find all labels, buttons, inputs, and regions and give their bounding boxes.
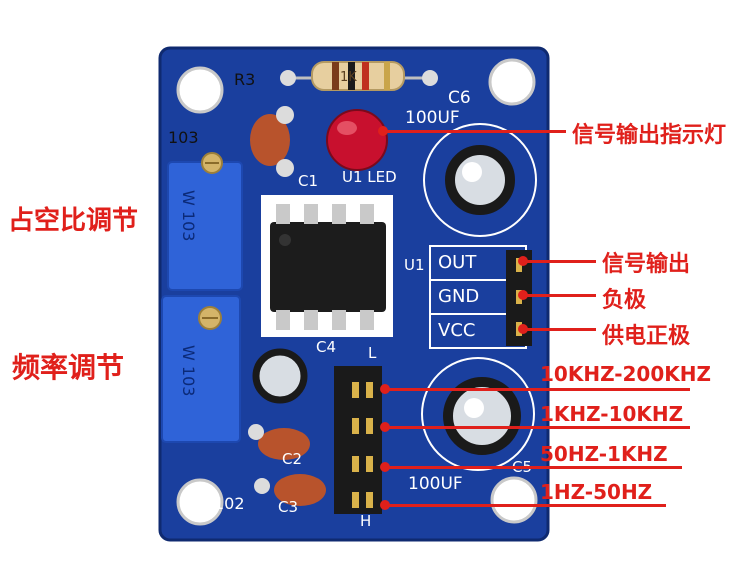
silkscreen-c1: C1 — [298, 172, 319, 190]
pin-label-out: OUT — [438, 252, 477, 273]
pot-top-marking: W 103 — [179, 190, 198, 242]
mounting-hole-icon — [176, 58, 538, 526]
silkscreen-r3: R3 — [234, 70, 256, 89]
electrolytic-capacitor-c4-icon — [252, 348, 308, 404]
callout-line-gnd — [524, 294, 596, 297]
callout-dot-range2 — [380, 422, 390, 432]
silkscreen-c5-value: 100UF — [408, 474, 463, 494]
callout-dot-range1 — [380, 384, 390, 394]
callout-line-out — [524, 260, 596, 263]
callout-duty-cycle: 占空比调节 — [8, 206, 139, 236]
callout-range-4: 1HZ-50HZ — [540, 480, 653, 504]
resistor-r3-icon — [280, 61, 438, 91]
callout-range-3: 50HZ-1KHZ — [540, 442, 668, 466]
callout-dot-vcc — [518, 324, 528, 334]
led-icon — [326, 109, 388, 171]
silkscreen-c6: C6 — [448, 88, 471, 108]
callout-signal-output: 信号输出 — [602, 252, 691, 277]
electrolytic-capacitor-c6-icon — [423, 123, 537, 237]
callout-line-range3 — [386, 466, 682, 469]
callout-dot-out — [518, 256, 528, 266]
silkscreen-c6-value: 100UF — [405, 108, 460, 128]
potentiometer-top-icon — [167, 152, 243, 291]
silkscreen-h: H — [360, 512, 372, 530]
callout-line-range2 — [386, 426, 690, 429]
ic-chip-icon — [261, 195, 393, 337]
callout-line-range1 — [386, 388, 690, 391]
ceramic-capacitor-c1-icon — [250, 106, 294, 177]
callout-dot-gnd — [518, 290, 528, 300]
silkscreen-103: 103 — [168, 128, 199, 147]
pin-label-vcc: VCC — [438, 320, 476, 341]
callout-line-led — [384, 130, 566, 133]
silkscreen-102: 102 — [214, 494, 245, 513]
callout-dot-range4 — [380, 500, 390, 510]
silkscreen-c4: C4 — [316, 338, 337, 356]
silkscreen-u1-led: U1 LED — [342, 168, 397, 186]
silkscreen-c2: C2 — [282, 450, 303, 468]
ceramic-capacitor-c3-icon — [254, 474, 326, 506]
resistor-marking: 1K — [340, 70, 357, 85]
callout-led-indicator: 信号输出指示灯 — [572, 123, 727, 148]
pot-bottom-marking: W 103 — [179, 345, 198, 397]
callout-line-vcc — [524, 328, 596, 331]
callout-range-2: 1KHZ-10KHZ — [540, 402, 684, 426]
callout-frequency: 频率调节 — [12, 351, 125, 384]
callout-dot-range3 — [380, 462, 390, 472]
callout-power-positive: 供电正极 — [602, 324, 691, 349]
frequency-jumper-header-icon — [334, 366, 382, 514]
silkscreen-l: L — [368, 344, 377, 362]
silkscreen-c3: C3 — [278, 498, 299, 516]
callout-negative: 负极 — [602, 288, 647, 313]
silkscreen-u1: U1 — [404, 256, 425, 274]
callout-range-1: 10KHZ-200KHZ — [540, 362, 712, 386]
callout-dot-led — [378, 126, 388, 136]
electrolytic-capacitor-c5-icon — [421, 357, 535, 471]
callout-line-range4 — [386, 504, 666, 507]
ceramic-capacitor-c2-icon — [248, 424, 310, 460]
pin-label-gnd: GND — [438, 286, 480, 307]
potentiometer-bottom-icon — [161, 295, 241, 443]
